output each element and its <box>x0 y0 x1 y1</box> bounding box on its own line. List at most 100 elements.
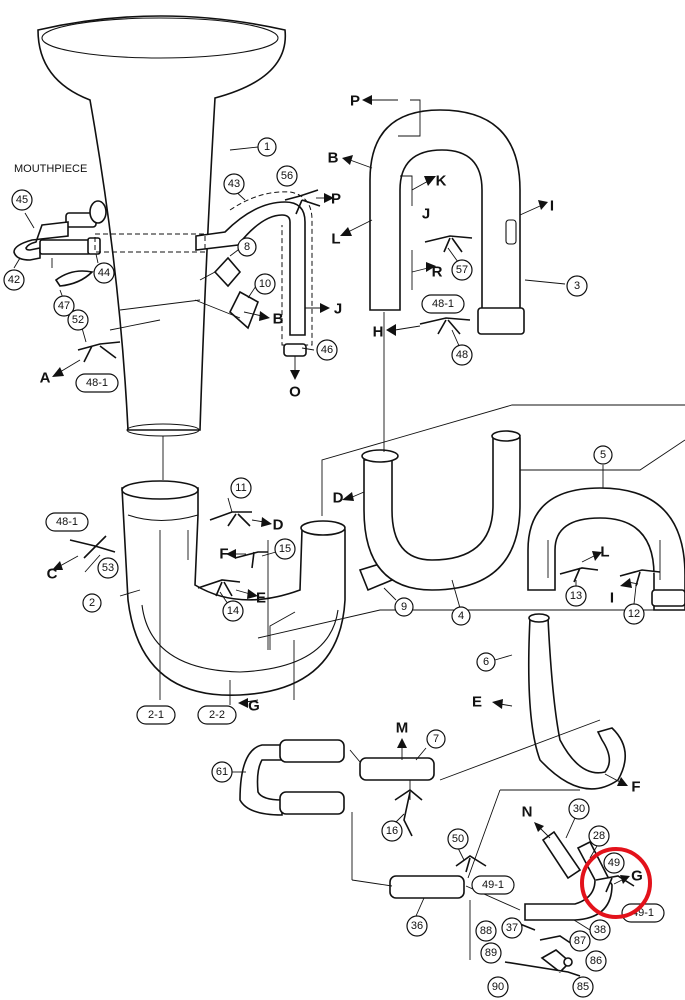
callout-6: 6 <box>476 652 496 672</box>
svg-text:5: 5 <box>600 449 606 461</box>
callout-85: 85 <box>572 976 594 998</box>
tube-3-part <box>369 109 525 335</box>
svg-text:44: 44 <box>98 267 110 279</box>
svg-text:9: 9 <box>401 601 407 613</box>
svg-text:30: 30 <box>573 803 585 815</box>
svg-text:50: 50 <box>452 833 464 845</box>
arrow-marks <box>52 95 639 885</box>
callout-61: 61 <box>211 761 233 783</box>
svg-text:36: 36 <box>411 920 423 932</box>
highlight-circle <box>580 847 652 919</box>
letter-j-top: J <box>422 206 430 223</box>
svg-text:8: 8 <box>244 241 250 253</box>
callout-48-1-c: 48-1 <box>45 512 89 532</box>
letter-f-right: F <box>631 779 640 796</box>
letter-c: C <box>47 566 58 583</box>
svg-text:2-1: 2-1 <box>148 709 164 721</box>
svg-text:52: 52 <box>72 314 84 326</box>
tube-4-part <box>361 430 521 591</box>
callout-8: 8 <box>237 237 257 257</box>
svg-text:7: 7 <box>433 733 439 745</box>
part-57 <box>424 235 473 253</box>
leader-lines <box>13 146 637 931</box>
letter-b-top: B <box>328 150 339 167</box>
letter-f-left: F <box>219 546 228 563</box>
svg-text:90: 90 <box>492 981 504 993</box>
callout-48-1-b: 48-1 <box>421 294 465 314</box>
mouthpiece-label: MOUTHPIECE <box>14 163 87 175</box>
part-85-rod <box>504 961 581 977</box>
callout-12: 12 <box>623 603 645 625</box>
callout-45: 45 <box>11 189 33 211</box>
callout-53: 53 <box>97 557 119 579</box>
part-53 <box>69 535 116 559</box>
svg-text:46: 46 <box>321 344 333 356</box>
tube-6-part <box>527 613 626 790</box>
letter-e-right: E <box>472 694 482 711</box>
callout-2-1: 2-1 <box>136 705 176 725</box>
callout-2-2: 2-2 <box>197 705 237 725</box>
callout-50: 50 <box>447 828 469 850</box>
letter-l-top: L <box>331 231 340 248</box>
svg-text:53: 53 <box>102 562 114 574</box>
callout-13: 13 <box>565 585 587 607</box>
callout-5: 5 <box>593 445 613 465</box>
callout-7: 7 <box>426 729 446 749</box>
svg-text:48: 48 <box>456 349 468 361</box>
svg-text:42: 42 <box>8 274 20 286</box>
svg-text:88: 88 <box>480 925 492 937</box>
svg-text:48-1: 48-1 <box>86 377 108 389</box>
callout-9: 9 <box>394 597 414 617</box>
part-46 <box>283 343 307 357</box>
svg-text:13: 13 <box>570 590 582 602</box>
svg-text:12: 12 <box>628 608 640 620</box>
part-56 <box>284 189 321 215</box>
letter-j-mid: J <box>334 301 342 318</box>
part-11 <box>209 511 252 527</box>
callout-36: 36 <box>406 915 428 937</box>
letter-k: K <box>436 173 447 190</box>
svg-text:6: 6 <box>483 656 489 668</box>
svg-text:57: 57 <box>456 264 468 276</box>
letter-l-right: L <box>600 544 609 561</box>
svg-text:11: 11 <box>235 482 246 494</box>
tube-7-part <box>359 757 435 781</box>
part-47 <box>54 270 94 287</box>
letter-m: M <box>396 720 409 737</box>
part-86 <box>563 957 573 967</box>
svg-text:56: 56 <box>281 170 293 182</box>
svg-text:15: 15 <box>279 543 291 555</box>
callout-49-1-a: 49-1 <box>471 875 515 895</box>
svg-text:85: 85 <box>577 981 589 993</box>
svg-text:87: 87 <box>574 935 586 947</box>
svg-text:2-2: 2-2 <box>209 709 225 721</box>
letter-g-bottom: G <box>248 698 260 715</box>
letter-i-right: I <box>610 590 614 607</box>
svg-text:10: 10 <box>259 278 271 290</box>
part-30 <box>541 830 582 880</box>
callout-47: 47 <box>53 295 75 317</box>
callout-48-1-a: 48-1 <box>75 373 119 393</box>
letter-i-top: I <box>550 198 554 215</box>
callout-56: 56 <box>276 165 298 187</box>
bell-part <box>37 15 287 437</box>
svg-text:1: 1 <box>264 141 270 153</box>
callout-4: 4 <box>451 606 471 626</box>
callout-49: 49 <box>603 852 625 874</box>
svg-text:47: 47 <box>58 300 70 312</box>
part-50 <box>455 855 487 873</box>
svg-text:38: 38 <box>594 924 606 936</box>
svg-text:43: 43 <box>228 178 240 190</box>
svg-text:37: 37 <box>506 922 518 934</box>
letter-o: O <box>289 384 301 401</box>
svg-text:4: 4 <box>458 610 464 622</box>
part-48 <box>419 317 471 335</box>
letter-d-mid: D <box>333 490 344 507</box>
svg-text:86: 86 <box>590 955 602 967</box>
svg-text:28: 28 <box>593 830 605 842</box>
svg-text:48-1: 48-1 <box>56 516 78 528</box>
part-49 <box>595 875 635 893</box>
letter-a: A <box>40 370 51 387</box>
bow-part <box>121 480 346 696</box>
svg-text:45: 45 <box>16 194 28 206</box>
